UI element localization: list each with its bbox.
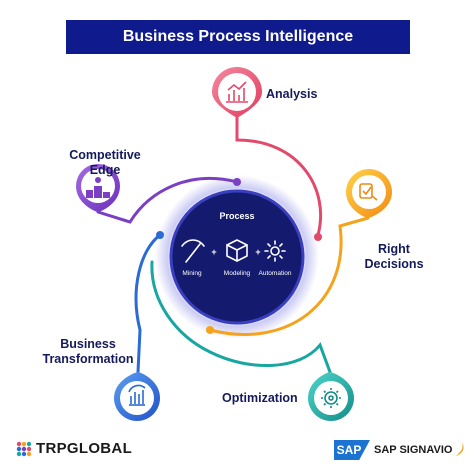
sap-signavio-text: SAP SIGNAVIO: [374, 444, 453, 456]
analysis-label: Analysis: [266, 87, 317, 102]
competitive-edge-connector-dot: [233, 178, 241, 186]
decision-icon: [359, 183, 378, 201]
analysis-connector-dot: [314, 233, 322, 241]
optimization-pin: [308, 372, 354, 421]
podium-icon: [86, 177, 110, 198]
competitive-edge-connector: [96, 177, 239, 224]
right-decisions-connector: [208, 216, 370, 336]
optimization-gear-icon: [321, 388, 341, 408]
gear-icon: [264, 240, 286, 262]
center-item-automation: Automation: [259, 270, 292, 277]
page-title: Business Process Intelligence: [122, 28, 354, 45]
business-transformation-label: Business Transformation: [24, 337, 152, 367]
competitive-edge-label-line2: Edge: [89, 163, 121, 177]
business-transformation-pin: [114, 372, 160, 421]
plus-sign-1: +: [211, 247, 216, 257]
title-banner: Business Process Intelligence: [66, 20, 410, 54]
right-decisions-label-line1: Right: [378, 242, 410, 256]
trpglobal-mark-icon: [16, 441, 32, 456]
right-decisions-label-line2: Decisions: [364, 257, 424, 271]
signavio-mark-icon: [456, 443, 465, 456]
trpglobal-logo-text: TRPGLOBAL: [36, 440, 133, 457]
center-item-mining: Mining: [182, 270, 202, 277]
sap-logo-box-text: SAP: [336, 443, 362, 457]
transformation-icon: [128, 384, 146, 406]
competitive-edge-pin: [76, 164, 120, 212]
center-heading: Process: [219, 211, 254, 221]
right-decisions-label: Right Decisions: [354, 242, 434, 272]
right-decisions-connector-dot: [206, 326, 214, 334]
competitive-edge-label-line1: Competitive: [69, 148, 141, 162]
optimization-connector: [150, 260, 332, 374]
sap-signavio-logo: SAP SAP SIGNAVIO: [334, 440, 468, 460]
chart-icon: [226, 81, 248, 103]
mining-icon: [181, 239, 205, 263]
analysis-label-text: Analysis: [266, 87, 318, 101]
right-decisions-pin: [345, 168, 392, 218]
business-transformation-connector: [134, 233, 162, 374]
competitive-edge-label: Competitive Edge: [58, 148, 152, 178]
business-transformation-label-line2: Transformation: [42, 352, 134, 366]
plus-sign-2: +: [255, 247, 260, 257]
cube-icon: [226, 239, 248, 262]
analysis-connector: [235, 116, 323, 237]
trpglobal-logo: TRPGLOBAL: [16, 440, 132, 457]
optimization-label-text: Optimization: [222, 391, 298, 405]
optimization-label: Optimization: [222, 391, 298, 406]
business-transformation-connector-dot: [156, 231, 164, 239]
sap-logo-box: SAP: [334, 440, 370, 460]
business-transformation-label-line1: Business: [60, 337, 116, 351]
center-item-modeling: Modeling: [224, 270, 251, 277]
analysis-pin: [212, 67, 262, 118]
